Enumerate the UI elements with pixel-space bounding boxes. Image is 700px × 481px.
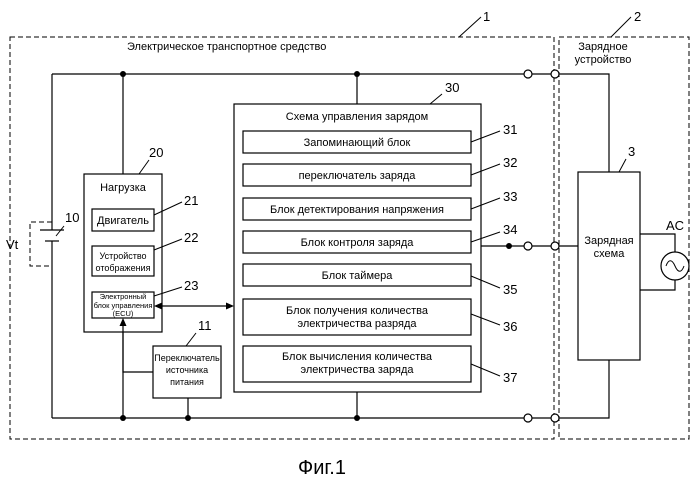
charge-calculation-label-line2: электричества заряда [300,364,414,376]
ecu-communication-arrow [154,303,234,310]
charger-frame-leader [611,17,631,37]
discharge-acquisition-label-line1: Блок получения количества [286,305,429,317]
charger-frame-label-line1: Зарядное [578,41,627,53]
charging-circuit-block [578,172,640,360]
junction-dot [120,71,126,77]
figure-caption: Фиг.1 [298,457,346,479]
timer-label: Блок таймера [322,270,394,282]
discharge-acquisition-ref: 36 [503,319,517,334]
junction-dot [185,415,191,421]
junction-dot [354,415,360,421]
motor-ref: 21 [184,193,198,208]
battery-label: Vt [6,237,19,252]
display-ref: 22 [184,230,198,245]
charging-circuit-label-line1: Зарядная [584,235,633,247]
memory-ref: 31 [503,122,517,137]
junction-dot [120,415,126,421]
charge-calculation-label-line1: Блок вычисления количества [282,351,433,363]
charging-circuit-label-line2: схема [594,248,626,260]
voltage-detection-ref: 33 [503,189,517,204]
vehicle-frame-ref: 1 [483,9,490,24]
ac-label: AC [666,218,684,233]
discharge-acquisition-label-line2: электричества разряда [297,318,417,330]
charger-frame-label-line2: устройство [575,54,632,66]
terminal [524,242,532,250]
charge-switch-label: переключатель заряда [299,170,417,182]
junction-dot [354,71,360,77]
terminal [551,414,559,422]
charge-calculation-ref: 37 [503,370,517,385]
charger-frame-ref: 2 [634,9,641,24]
timer-ref: 35 [503,282,517,297]
charging-circuit-ref: 3 [628,144,635,159]
junction-dot [506,243,512,249]
display-label-line1: Устройство [99,251,146,261]
terminal [524,414,532,422]
display-label-line2: отображения [96,263,151,273]
voltage-detection-label: Блок детектирования напряжения [270,204,444,216]
terminal [551,70,559,78]
load-ref: 20 [149,145,163,160]
charge-switch-ref: 32 [503,155,517,170]
power-switch-label-line3: питания [170,377,204,387]
vehicle-frame-leader [459,17,481,37]
charge-monitor-ref: 34 [503,222,517,237]
terminal [551,242,559,250]
power-switch-ref: 11 [198,318,212,333]
charge-control-title: Схема управления зарядом [286,111,428,123]
ecu-label-line1: Электронный [100,292,147,301]
ac-source: AC [640,218,689,290]
memory-label: Запоминающий блок [304,137,411,149]
power-switch-label-line2: источника [166,365,208,375]
motor-label: Двигатель [97,215,149,227]
ecu-label-line3: (ECU) [113,309,134,318]
terminal [524,70,532,78]
ecu-ref: 23 [184,278,198,293]
charge-monitor-label: Блок контроля заряда [301,237,415,249]
battery-ref: 10 [65,210,79,225]
battery: Vt 10 [6,210,79,266]
charge-control-ref: 30 [445,80,459,95]
load-title: Нагрузка [100,182,147,194]
power-switch-label-line1: Переключатель [154,353,220,363]
vehicle-frame-label: Электрическое транспортное средство [127,41,326,53]
